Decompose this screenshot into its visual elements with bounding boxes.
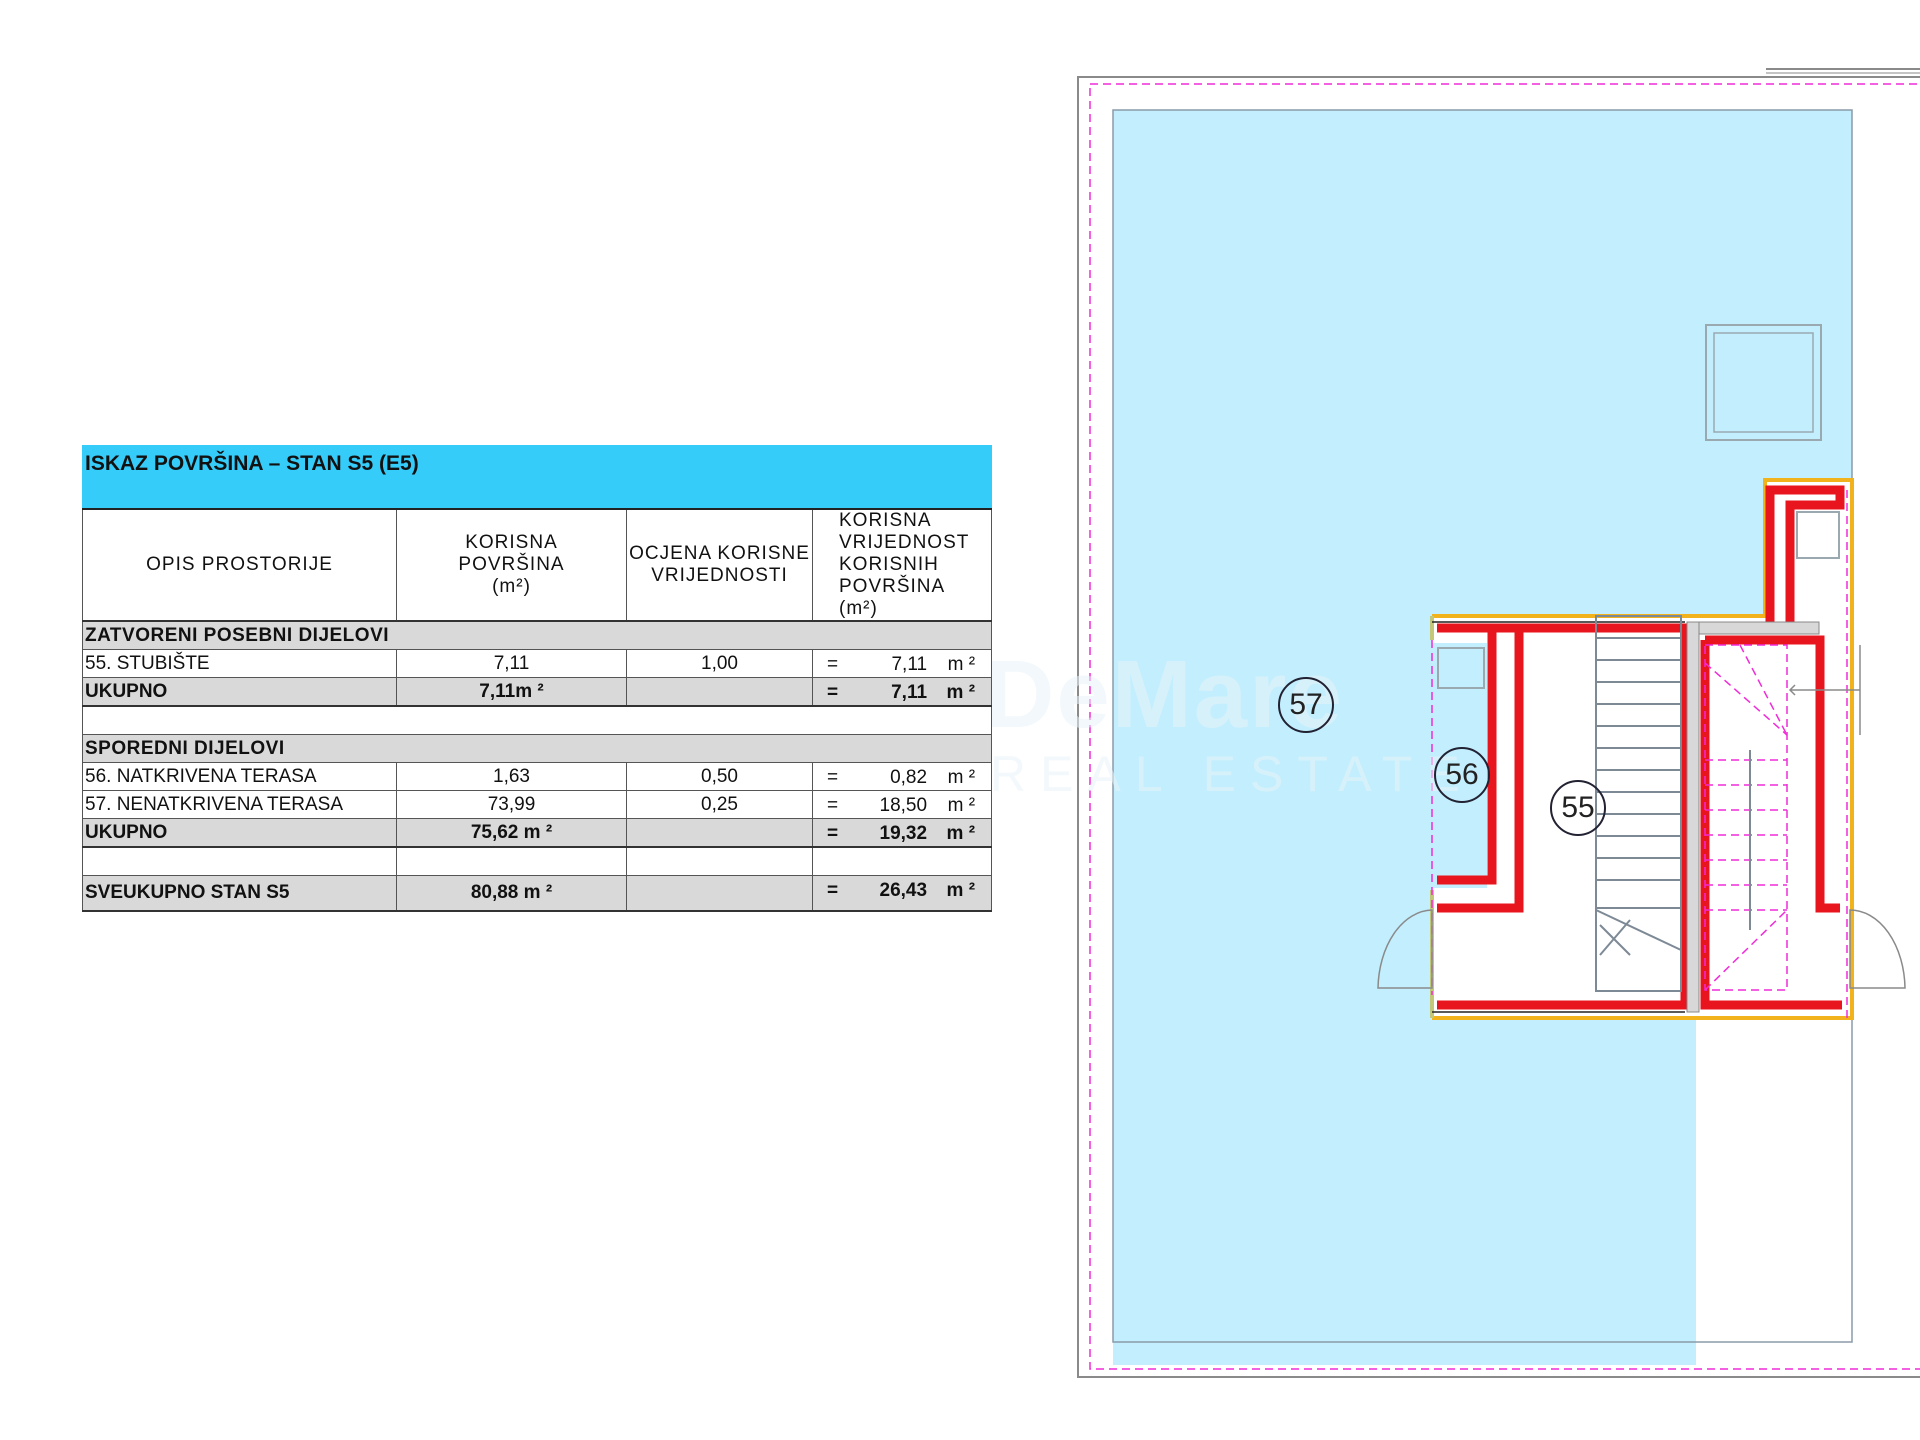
section-header-row: SPOREDNI DIJELOVI [81,734,993,763]
stair-flight [1595,615,1682,992]
spacer-row [81,705,993,735]
subtotal-area: 75,62 m ² [396,818,627,848]
plot-dashed-boundary [1089,83,1920,1370]
row-result: = 0,82 m ² [811,762,993,791]
skylight-inner [1713,332,1814,433]
red-walls [1437,485,1845,1010]
skylight [1705,324,1822,441]
subtotal-result: = 7,11 m ² [811,677,993,707]
table-header-row: OPIS PROSTORIJE KORISNA POVRŠINA (m²) OC… [82,508,993,622]
row-area: 1,63 [396,762,627,791]
spacer-row [82,846,993,876]
section-header-row: ZATVORENI POSEBNI DIJELOVI [81,620,993,650]
row-result: = 7,11 m ² [811,649,993,678]
cabinet-upper [1796,511,1840,559]
grand-total-area: 80,88 m ² [396,875,627,912]
row-result: = 18,50 m ² [811,790,993,819]
subtotal-row: UKUPNO 7,11m ² = 7,11 m ² [82,677,993,707]
cabinet-56 [1437,647,1485,689]
row-name: 57. NENATKRIVENA TERASA [82,790,397,819]
table-row: 55. STUBIŠTE 7,11 1,00 = 7,11 m ² [82,649,993,678]
table-row: 56. NATKRIVENA TERASA 1,63 0,50 = 0,82 m… [82,762,993,791]
row-name: 56. NATKRIVENA TERASA [82,762,397,791]
row-coefficient: 0,50 [626,762,813,791]
outline-yellow [1432,478,1854,1020]
room-label-57: 57 [1278,677,1334,733]
col-header-area: KORISNA POVRŠINA (m²) [396,508,627,622]
door-swings [1377,645,1906,989]
table-title-row: ISKAZ POVRŠINA – STAN S5 (E5) [81,445,993,510]
section-title-secondary: SPOREDNI DIJELOVI [81,734,993,763]
row-name: 55. STUBIŠTE [82,649,397,678]
col-header-description: OPIS PROSTORIJE [82,508,397,622]
grand-total-result: = 26,43 m ² [811,875,993,912]
row-coefficient: 1,00 [626,649,813,678]
row-coefficient: 0,25 [626,790,813,819]
grand-total-row: SVEUKUPNO STAN S5 80,88 m ² = 26,43 m ² [82,875,993,912]
section-title-closed: ZATVORENI POSEBNI DIJELOVI [81,620,993,650]
row-area: 7,11 [396,649,627,678]
plot-outer-boundary [1077,76,1920,1378]
col-header-coefficient: OCJENA KORISNE VRIJEDNOSTI [626,508,813,622]
insulation-hatch-top [1698,621,1820,635]
grand-total-label: SVEUKUPNO STAN S5 [82,875,397,912]
subtotal-area: 7,11m ² [396,677,627,707]
col-header-useful-value: KORISNA VRIJEDNOST KORISNIH POVRŠINA (m²… [811,508,993,622]
subtotal-label: UKUPNO [82,677,397,707]
insulation-hatch [1686,621,1700,1013]
area-table: ISKAZ POVRŠINA – STAN S5 (E5) OPIS PROST… [81,445,993,912]
room-label-56: 56 [1434,747,1490,803]
subtotal-row: UKUPNO 75,62 m ² = 19,32 m ² [82,818,993,848]
subtotal-label: UKUPNO [82,818,397,848]
stair-dashed-outline [1431,490,1848,1018]
row-area: 73,99 [396,790,627,819]
table-title: ISKAZ POVRŠINA – STAN S5 (E5) [81,445,993,510]
room-label-55: 55 [1550,780,1606,836]
subtotal-result: = 19,32 m ² [811,818,993,848]
table-row: 57. NENATKRIVENA TERASA 73,99 0,25 = 18,… [82,790,993,819]
